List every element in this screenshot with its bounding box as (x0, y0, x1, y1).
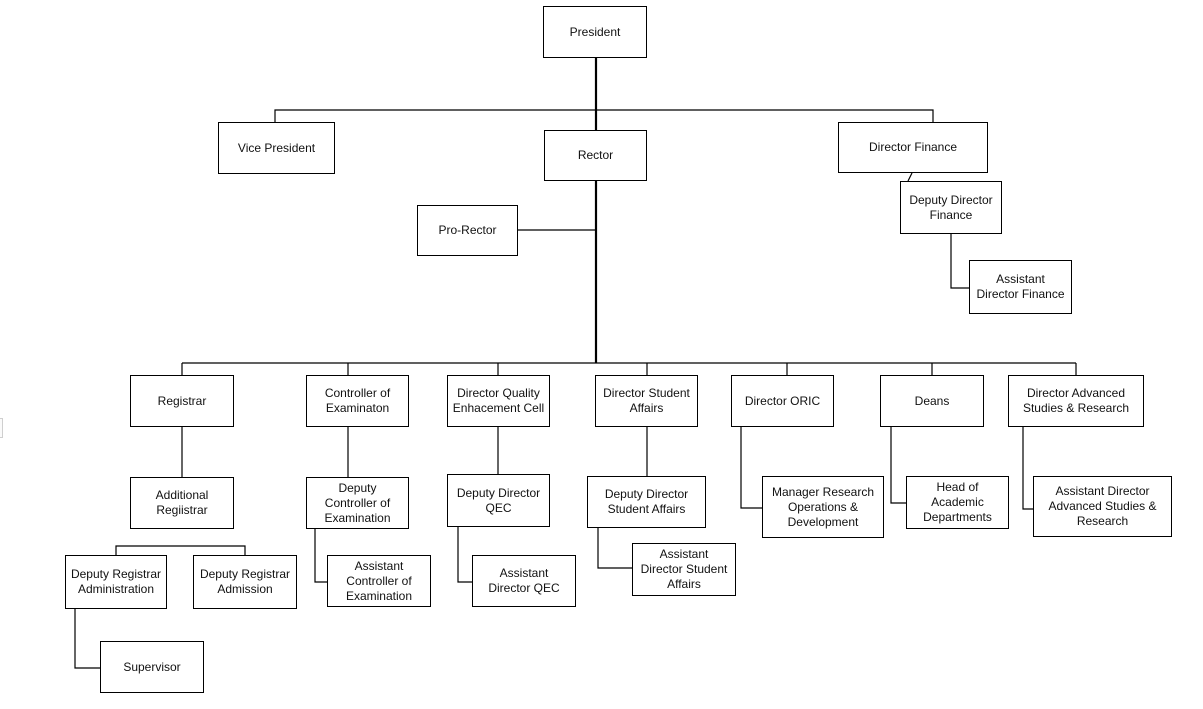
label-director-finance: Director Finance (868, 140, 958, 154)
label-deputy-registrar-admission: Deputy Registrar Admission (199, 567, 291, 596)
box-vice-president: Vice President (218, 122, 335, 174)
label-vice-president: Vice President (237, 140, 316, 155)
label-controller-examination: Controller of Examinaton (324, 386, 391, 415)
label-deputy-director-student-affairs: Deputy Director Student Affairs (604, 487, 689, 516)
label-head-academic-departments: Head of Academic Departments (923, 480, 992, 524)
box-deputy-registrar-administration: Deputy Registrar Administration (65, 555, 167, 609)
label-director-advanced-studies: Director Advanced Studies & Research (1022, 386, 1130, 415)
label-rector: Rector (577, 148, 614, 162)
box-deans: Deans (880, 375, 984, 427)
label-assistant-director-qec: Assistant Director QEC (488, 566, 560, 595)
label-assistant-controller-examination: Assistant Controller of Examination (345, 558, 413, 603)
box-deputy-registrar-admission: Deputy Registrar Admission (193, 555, 297, 609)
label-pro-rector: Pro-Rector (438, 223, 497, 237)
connector (890, 427, 906, 504)
label-deans: Deans (914, 393, 950, 408)
box-director-advanced-studies: Director Advanced Studies & Research (1008, 375, 1144, 427)
connector (740, 427, 762, 509)
label-assistant-director-student-affairs: Assistant Director Student Affairs (640, 547, 728, 591)
box-assistant-director-advanced-studies: Assistant Director Advanced Studies & Re… (1033, 476, 1172, 537)
box-director-student-affairs: Director Student Affairs (595, 375, 698, 427)
label-assistant-director-finance: Assistant Director Finance (976, 272, 1065, 301)
box-rector: Rector (544, 130, 647, 181)
box-president: President (543, 6, 647, 58)
box-assistant-director-student-affairs: Assistant Director Student Affairs (632, 543, 736, 596)
connector (115, 545, 246, 555)
box-manager-research: Manager Research Operations & Developmen… (762, 476, 884, 538)
label-deputy-director-qec: Deputy Director QEC (456, 485, 541, 515)
box-controller-examination: Controller of Examinaton (306, 375, 409, 427)
connector (1022, 427, 1033, 510)
box-director-finance: Director Finance (838, 122, 988, 173)
label-manager-research: Manager Research Operations & Developmen… (771, 484, 875, 529)
box-pro-rector: Pro-Rector (417, 205, 518, 256)
connector (457, 527, 472, 583)
label-director-oric: Director ORIC (744, 393, 821, 408)
box-supervisor: Supervisor (100, 641, 204, 693)
connector (597, 528, 632, 569)
connector (274, 109, 934, 122)
label-supervisor: Supervisor (123, 659, 181, 674)
box-deputy-controller-examination: Deputy Controller of Examination (306, 477, 409, 529)
label-director-qec: Director Quality Enhacement Cell (452, 386, 545, 415)
label-additional-registrar: Additional Regiistrar (155, 488, 209, 517)
label-deputy-director-finance: Deputy Director Finance (909, 192, 993, 222)
connector (907, 172, 913, 182)
label-director-student-affairs: Director Student Affairs (603, 386, 690, 415)
connector (74, 609, 100, 669)
connector (314, 529, 327, 583)
label-registrar: Registrar (157, 393, 207, 408)
label-deputy-controller-examination: Deputy Controller of Examination (324, 480, 391, 525)
box-deputy-director-qec: Deputy Director QEC (447, 474, 550, 527)
edge-fragment (0, 418, 3, 438)
box-deputy-director-finance: Deputy Director Finance (900, 181, 1002, 234)
box-assistant-director-qec: Assistant Director QEC (472, 555, 576, 607)
box-additional-registrar: Additional Regiistrar (130, 477, 234, 529)
box-head-academic-departments: Head of Academic Departments (906, 476, 1009, 529)
label-assistant-director-advanced-studies: Assistant Director Advanced Studies & Re… (1048, 484, 1157, 528)
box-director-qec: Director Quality Enhacement Cell (447, 375, 550, 427)
box-assistant-director-finance: Assistant Director Finance (969, 260, 1072, 314)
label-deputy-registrar-administration: Deputy Registrar Administration (70, 567, 162, 596)
box-director-oric: Director ORIC (731, 375, 834, 427)
box-assistant-controller-examination: Assistant Controller of Examination (327, 555, 431, 607)
box-registrar: Registrar (130, 375, 234, 427)
label-president: President (569, 24, 621, 39)
connector (950, 234, 969, 289)
box-deputy-director-student-affairs: Deputy Director Student Affairs (587, 476, 706, 528)
